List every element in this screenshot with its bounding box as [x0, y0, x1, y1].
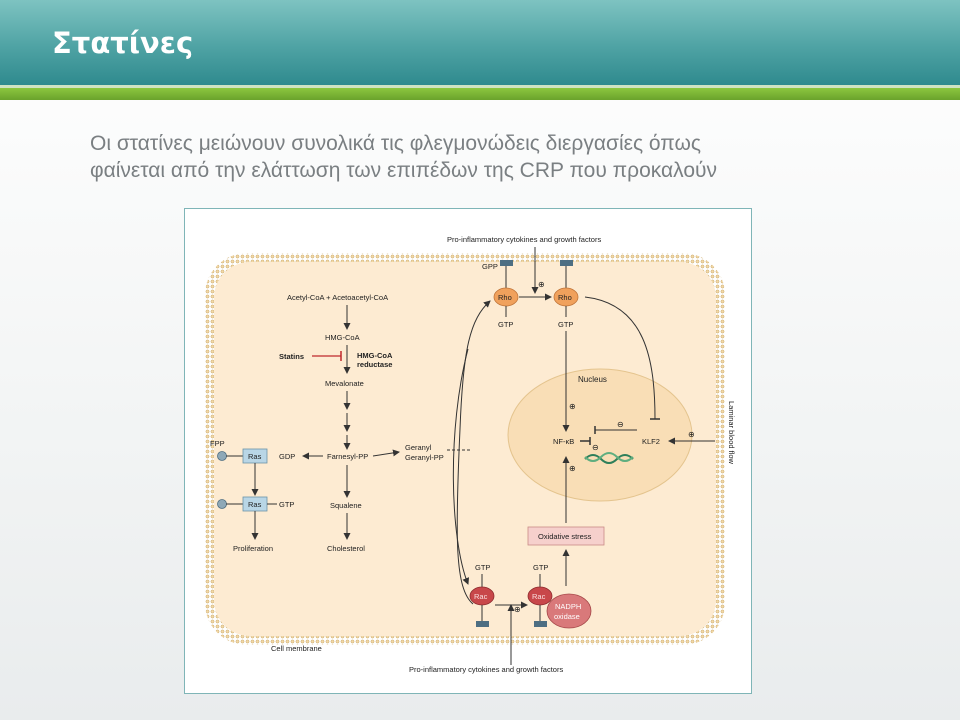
oxidative-stress-box	[527, 526, 605, 546]
fpp-label: FPP	[210, 439, 225, 448]
slide-header: Στατίνες	[0, 0, 960, 85]
nadph-oxidase	[546, 593, 592, 629]
statin-pathway-figure: Nucleus Pro-inflammatory cytokines and g…	[184, 208, 752, 694]
nadph-label-1: NADPH	[555, 602, 581, 611]
rac-receptor-1	[476, 621, 489, 627]
plus-sign: ⊕	[514, 605, 521, 614]
laminar-flow-label: Laminar blood flow	[727, 401, 736, 465]
plus-sign: ⊕	[688, 430, 695, 439]
geranyl-label-1: Geranyl	[405, 443, 432, 452]
cell-membrane-label: Cell membrane	[271, 644, 322, 653]
subtitle-line-2: φαίνεται από την ελάττωση των επιπέδων τ…	[90, 159, 717, 182]
minus-sign: ⊖	[617, 420, 624, 429]
ras-anchor-1	[217, 451, 227, 461]
oxidative-stress-label: Oxidative stress	[538, 532, 592, 541]
cholesterol-label: Cholesterol	[327, 544, 365, 553]
ras-1-label: Ras	[248, 452, 262, 461]
statins-label: Statins	[279, 352, 304, 361]
rho-receptor-2	[560, 260, 573, 266]
gtp-rho-2-label: GTP	[558, 320, 573, 329]
mevalonate-label: Mevalonate	[325, 379, 364, 388]
proliferation-label: Proliferation	[233, 544, 273, 553]
subtitle-line-1: Οι στατίνες μειώνουν συνολικά τις φλεγμο…	[90, 132, 702, 155]
acetyl-coa-label: Acetyl-CoA + Acetoacetyl-CoA	[287, 293, 388, 302]
rac-2-label: Rac	[532, 592, 546, 601]
pathway-diagram: Nucleus Pro-inflammatory cytokines and g…	[205, 235, 736, 674]
gtp-rac-1-label: GTP	[475, 563, 490, 572]
hmg-coa-label: HMG-CoA	[325, 333, 360, 342]
nucleus	[507, 368, 693, 502]
reductase-label-1: HMG-CoA	[357, 351, 393, 360]
reductase-label-2: reductase	[357, 360, 392, 369]
farnesyl-pp-label: Farnesyl-PP	[327, 452, 368, 461]
rac-1-label: Rac	[474, 592, 488, 601]
geranyl-label-2: Geranyl-PP	[405, 453, 444, 462]
bottom-cytokines-label: Pro-inflammatory cytokines and growth fa…	[409, 665, 563, 674]
gdp-label: GDP	[279, 452, 295, 461]
minus-sign: ⊖	[592, 443, 599, 452]
gpp-label: GPP	[482, 262, 498, 271]
header-rule-green	[0, 88, 960, 100]
plus-sign: ⊕	[569, 464, 576, 473]
ras-anchor-2	[217, 499, 227, 509]
slide-title: Στατίνες	[52, 26, 194, 60]
nucleus-label: Nucleus	[578, 375, 607, 384]
top-cytokines-label: Pro-inflammatory cytokines and growth fa…	[447, 235, 601, 244]
plus-sign: ⊕	[538, 280, 545, 289]
gtp-ras-label: GTP	[279, 500, 294, 509]
klf2-label: KLF2	[642, 437, 660, 446]
dna-icon	[584, 454, 634, 464]
rho-1-label: Rho	[498, 293, 512, 302]
rac-receptor-2	[534, 621, 547, 627]
ras-2-label: Ras	[248, 500, 262, 509]
gtp-rac-2-label: GTP	[533, 563, 548, 572]
nf-kb-label: NF-κB	[553, 437, 574, 446]
squalene-label: Squalene	[330, 501, 362, 510]
gtp-rho-1-label: GTP	[498, 320, 513, 329]
header-rule-light	[0, 85, 960, 88]
nadph-label-2: oxidase	[554, 612, 580, 621]
rho-receptor-1	[500, 260, 513, 266]
rho-2-label: Rho	[558, 293, 572, 302]
slide-subtitle: Οι στατίνες μειώνουν συνολικά τις φλεγμο…	[90, 130, 890, 184]
plus-sign: ⊕	[569, 402, 576, 411]
